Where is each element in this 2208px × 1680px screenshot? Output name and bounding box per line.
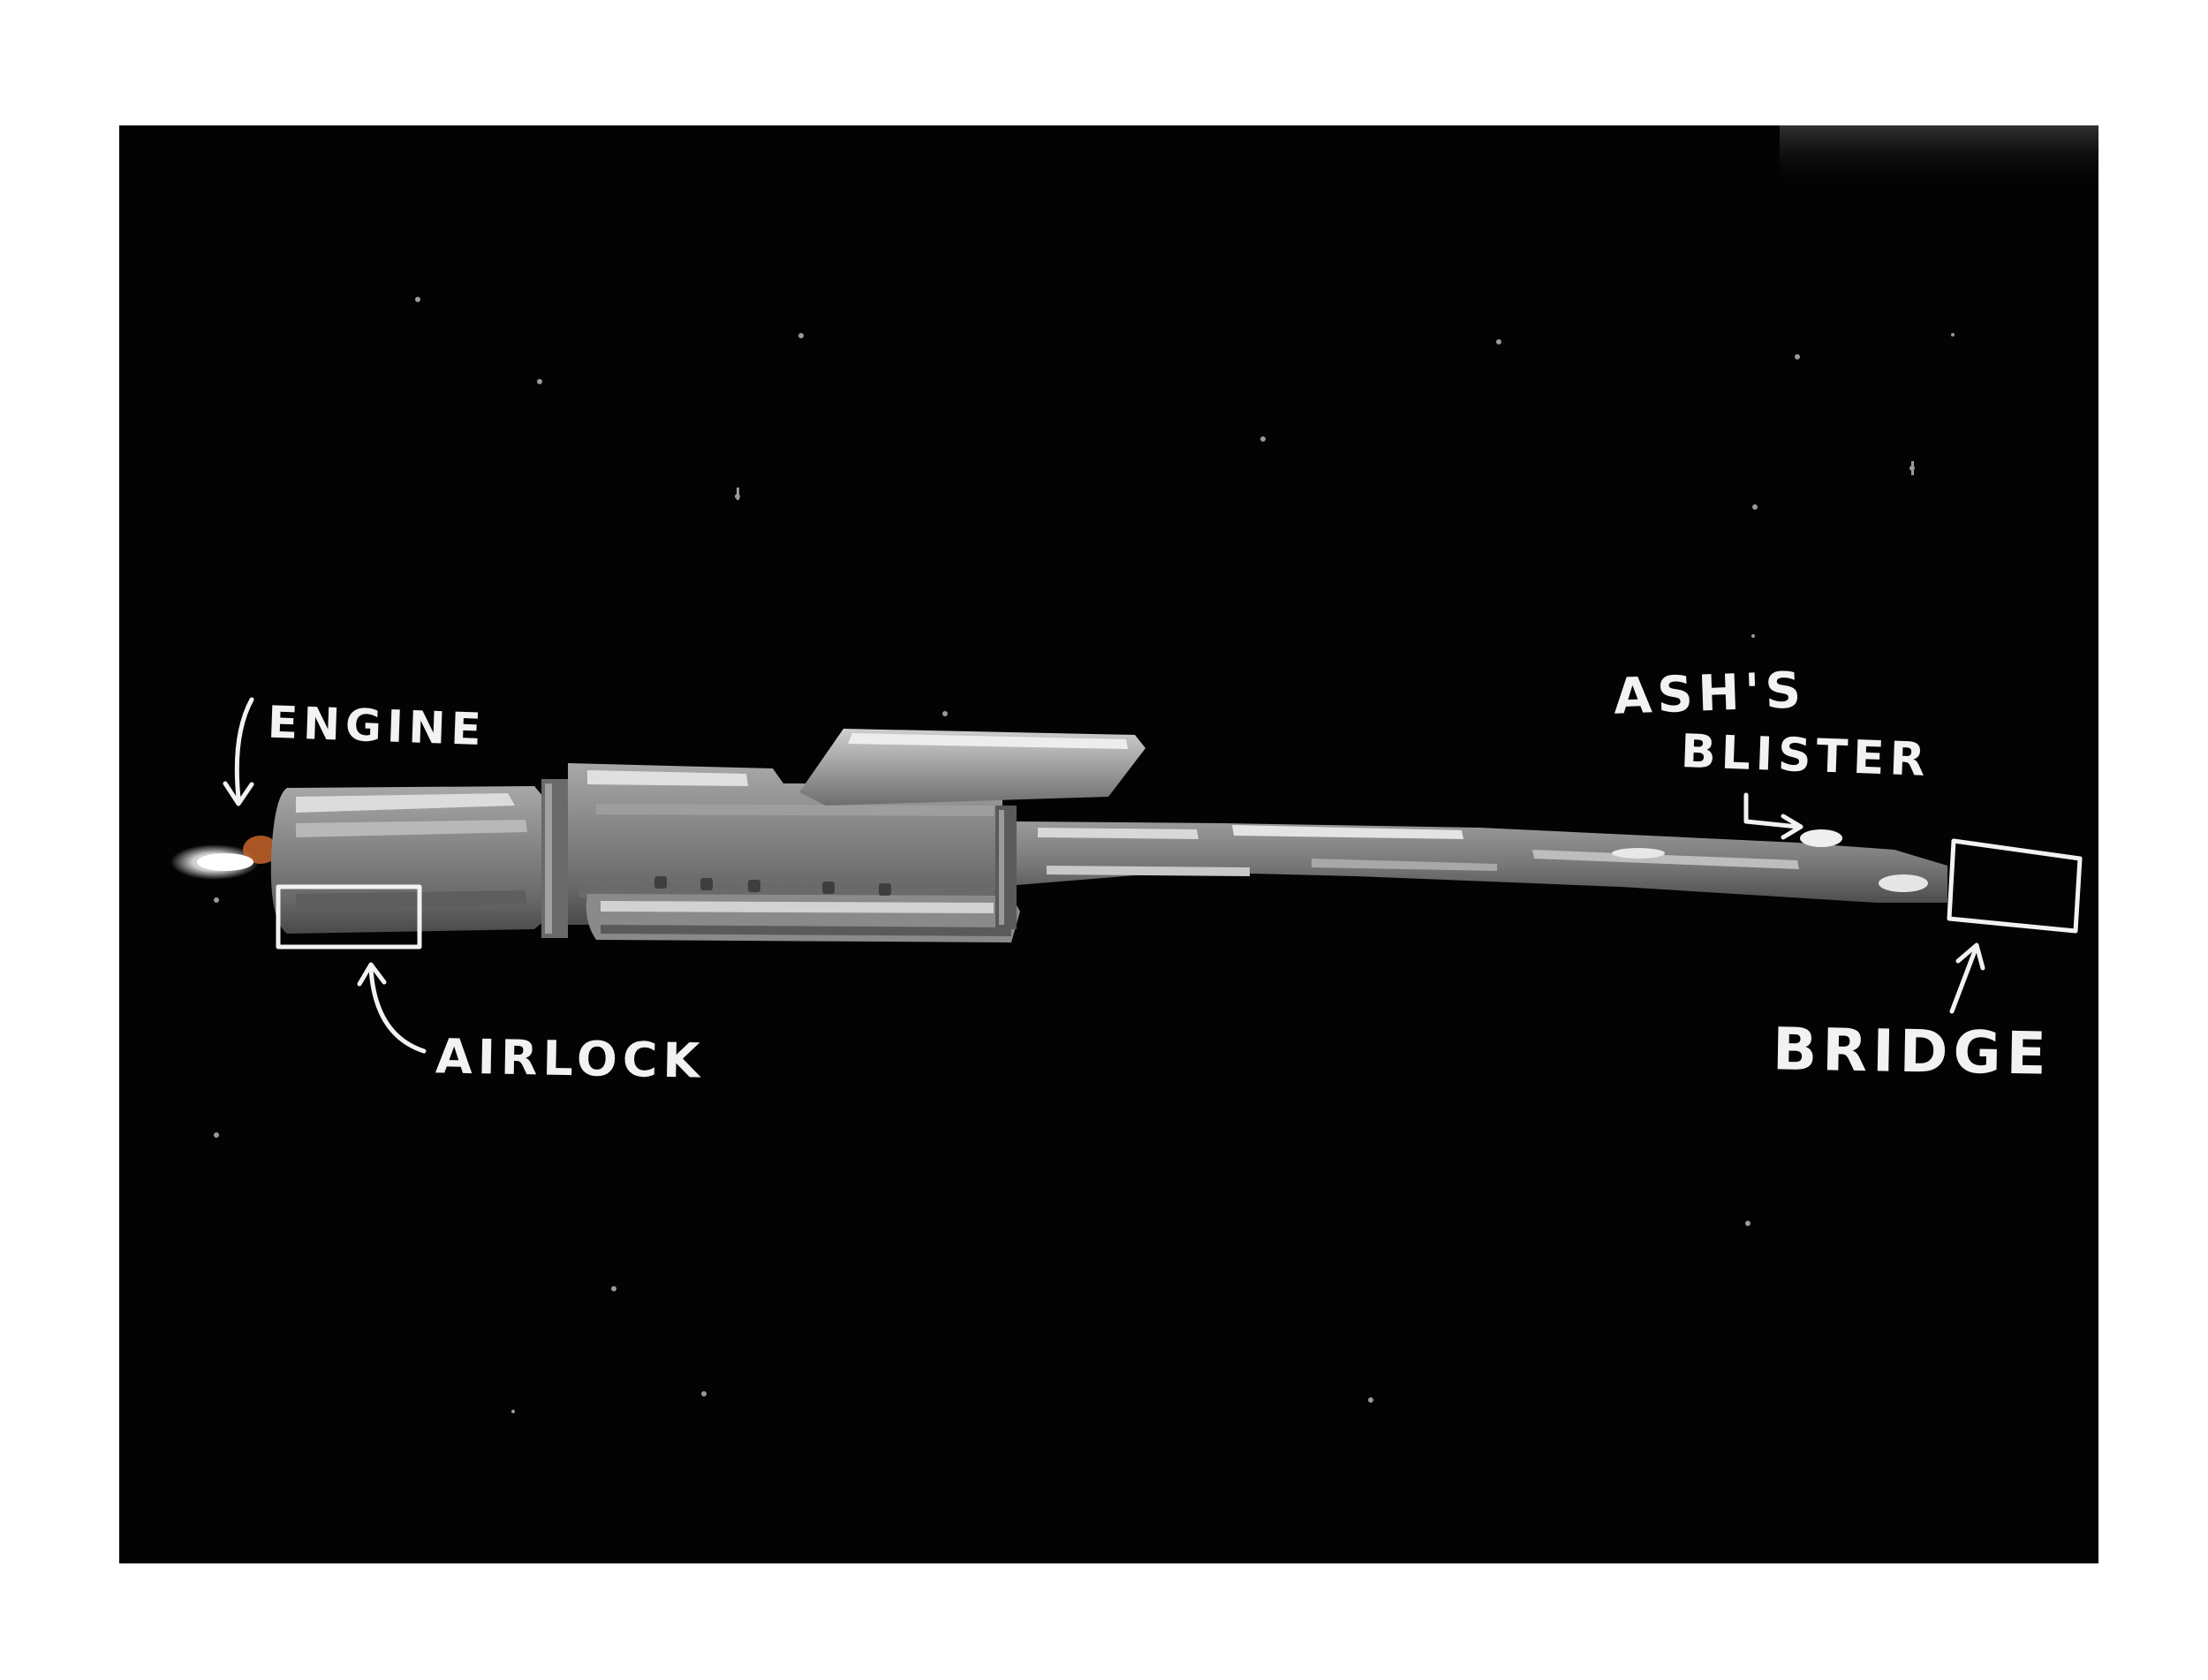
ash-label: ASH'S bbox=[1612, 662, 1808, 726]
star bbox=[798, 333, 804, 338]
star bbox=[1951, 333, 1955, 337]
arrow-up-icon bbox=[1949, 946, 1978, 1014]
engine-glow-core bbox=[197, 853, 253, 871]
annotations bbox=[223, 697, 2083, 1054]
star bbox=[1745, 1221, 1751, 1226]
star bbox=[1751, 634, 1755, 638]
star bbox=[1911, 461, 1914, 475]
star bbox=[415, 297, 420, 302]
star bbox=[701, 1391, 707, 1396]
engine-flame bbox=[243, 836, 278, 864]
star bbox=[1752, 504, 1758, 510]
engine-label: ENGINE bbox=[267, 696, 488, 756]
star bbox=[1260, 436, 1266, 442]
airlock-label: AIRLOCK bbox=[435, 1028, 706, 1089]
airlock-box bbox=[276, 884, 422, 950]
comic-panel: ENGINE AIRLOCK ASH'S BLISTER BRIDGE bbox=[119, 125, 2098, 1563]
stars bbox=[214, 297, 1955, 1413]
arrow-right-bent-icon bbox=[1743, 792, 1800, 829]
haze-top-right bbox=[1780, 125, 2098, 187]
star bbox=[511, 1410, 515, 1413]
star bbox=[214, 897, 219, 903]
blister-label: BLISTER bbox=[1680, 725, 1932, 787]
ash-blister bbox=[1800, 829, 1842, 847]
star bbox=[1368, 1397, 1373, 1403]
bridge-label: BRIDGE bbox=[1772, 1015, 2053, 1088]
forward-spine bbox=[1017, 821, 1947, 903]
star bbox=[537, 379, 542, 384]
top-deck bbox=[799, 729, 1146, 806]
star bbox=[214, 1132, 219, 1138]
star bbox=[942, 711, 948, 716]
star bbox=[611, 1286, 616, 1291]
arrow-down-curved-icon bbox=[234, 697, 254, 801]
star bbox=[737, 488, 739, 500]
mid-hull bbox=[568, 763, 1002, 925]
arrow-up-curved-icon bbox=[368, 966, 427, 1054]
bridge-box bbox=[1947, 838, 2083, 934]
space-scene bbox=[170, 125, 2098, 1413]
spaceship bbox=[170, 729, 1947, 942]
star bbox=[1496, 339, 1501, 344]
star bbox=[1795, 354, 1800, 359]
